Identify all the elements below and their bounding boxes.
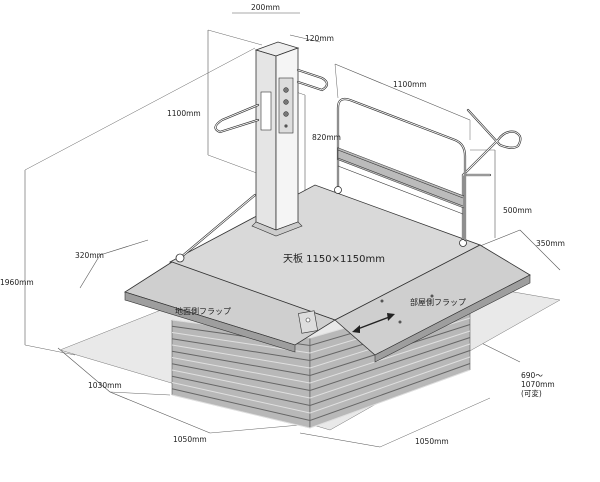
- dim-rail-length: 1100mm: [393, 80, 427, 89]
- dim-flap-left: 320mm: [75, 251, 104, 260]
- dimension-labels: 200mm 120mm 1100mm 1100mm 820mm 500mm 35…: [0, 3, 565, 446]
- double-arrow-icon: [352, 313, 395, 333]
- dim-base-right: 1050mm: [415, 437, 449, 446]
- hinge-brackets: [298, 310, 318, 334]
- support-brace: [175, 193, 257, 263]
- dim-post-depth: 120mm: [305, 34, 334, 43]
- control-button: [283, 99, 289, 105]
- dim-grip-height: 1100mm: [167, 109, 201, 118]
- bellow-pleat: [171, 356, 471, 414]
- gate-handle: [459, 108, 522, 247]
- bellow-pleat: [171, 337, 471, 392]
- dim-base-left: 1050mm: [173, 435, 207, 444]
- bellow-pleat: [171, 363, 471, 422]
- control-button: [283, 87, 289, 93]
- dimension-lines: [24, 12, 561, 448]
- part-labels: 天板 1150×1150mm 地面側フラップ 部屋側フラップ: [175, 252, 466, 316]
- room-flap-label: 部屋側フラップ: [410, 297, 466, 307]
- dim-stroke-line1: 690～: [521, 371, 543, 380]
- control-button: [283, 111, 289, 117]
- dim-base-height: 1030mm: [88, 381, 122, 390]
- dim-gate-height: 500mm: [503, 206, 532, 215]
- table-top-label: 天板 1150×1150mm: [283, 252, 385, 265]
- control-post: [214, 41, 329, 237]
- hand-rail: [334, 97, 467, 242]
- dim-total-height: 1960mm: [0, 278, 34, 287]
- control-panel: [278, 77, 294, 134]
- room-flap: [334, 244, 531, 363]
- dim-flap-right: 350mm: [536, 239, 565, 248]
- dim-panel-height: 820mm: [312, 133, 341, 142]
- dim-stroke-line2: 1070mm: [521, 380, 555, 389]
- bellow-pleat: [171, 343, 471, 399]
- dim-post-width: 200mm: [251, 3, 280, 12]
- dim-stroke-note: (可変): [521, 388, 542, 398]
- bellow-pleat: [171, 350, 471, 407]
- bellow-pleat: [171, 369, 471, 429]
- key-switch: [284, 124, 288, 128]
- bellow-pleat: [171, 330, 471, 384]
- bellow-pleat: [171, 324, 471, 377]
- ground-flap-label: 地面側フラップ: [175, 306, 231, 316]
